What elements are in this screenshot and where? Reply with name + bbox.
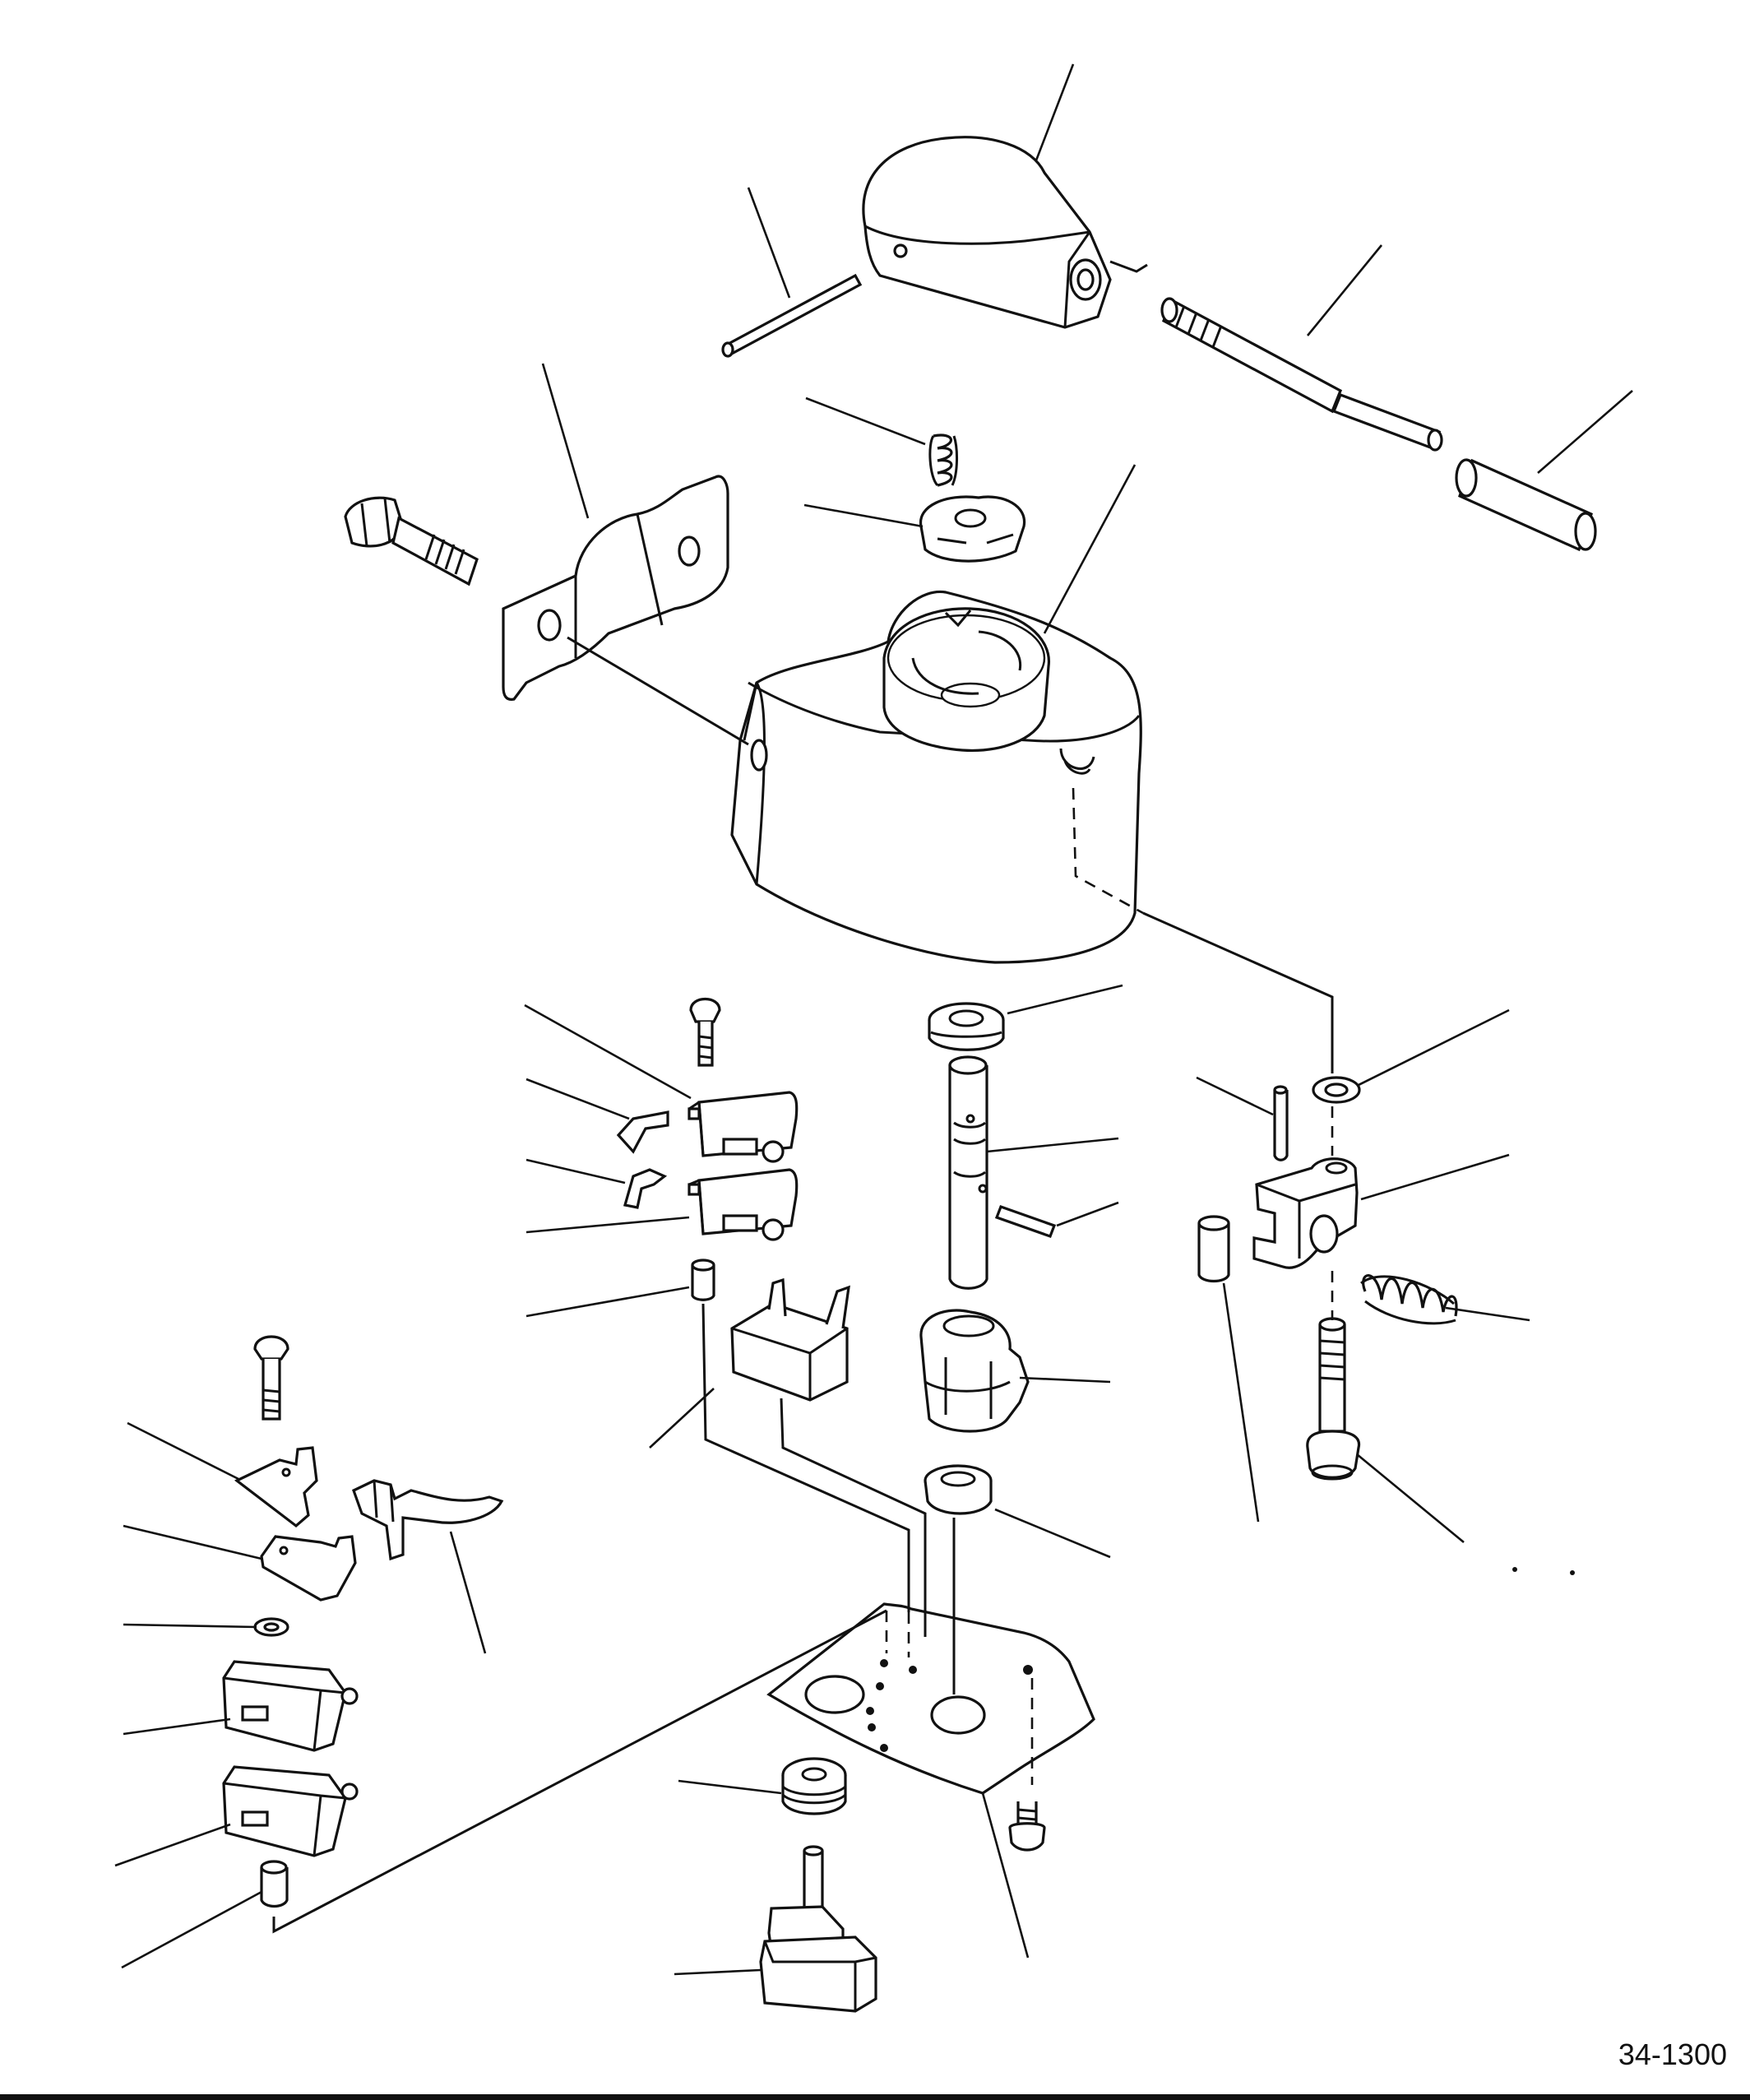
microswitch-lower (688, 1168, 799, 1241)
lever-knob (862, 136, 1112, 329)
microswitch-left-lower (222, 1765, 359, 1857)
rubber-mount (781, 1757, 847, 1815)
actuator-lever-lower (623, 1168, 668, 1209)
hex-bolt (344, 496, 479, 586)
lever-rod (1160, 297, 1443, 452)
clevis-pin (1273, 1085, 1289, 1161)
leader-lines (114, 63, 1633, 1976)
actuator-lever-upper (616, 1110, 669, 1154)
connector-block (730, 1277, 850, 1402)
shaft-pin (994, 1204, 1057, 1239)
roll-pin (721, 273, 863, 358)
switch-bracket-lower (260, 1535, 357, 1602)
spacer-left (260, 1860, 289, 1908)
base-plate (766, 1602, 1095, 1795)
actuator-arm (352, 1479, 504, 1561)
cam-collar (919, 1309, 1030, 1433)
microswitch-upper (688, 1091, 799, 1163)
assembly-lines (272, 260, 1334, 1934)
grommet-upper (928, 1002, 1005, 1051)
base-screw (1008, 1801, 1046, 1852)
main-housing (730, 590, 1142, 964)
switch-bracket-upper (234, 1446, 318, 1528)
grommet-lower (924, 1464, 993, 1515)
bottom-rule (0, 2094, 1750, 2100)
drawing-code: 34-1300 (1618, 2037, 1727, 2071)
knob-post (759, 1845, 877, 2013)
shoulder-bolt (1306, 1317, 1361, 1481)
detent-cam (919, 495, 1026, 563)
compression-spring (1360, 1274, 1458, 1325)
flat-washer (1312, 1076, 1361, 1104)
microswitch-left-upper (222, 1660, 359, 1752)
shaft (948, 1055, 988, 1290)
lock-washer (253, 1617, 289, 1637)
mounting-bracket (502, 475, 729, 701)
switch-screw (689, 998, 721, 1067)
clevis (1252, 1157, 1359, 1269)
stray-marks (1512, 1567, 1575, 1575)
spacer-small (691, 1259, 715, 1301)
spacer-bushing (1197, 1215, 1230, 1283)
screw-left (253, 1335, 289, 1421)
small-spring (928, 433, 958, 487)
grip-sleeve (1455, 458, 1597, 552)
